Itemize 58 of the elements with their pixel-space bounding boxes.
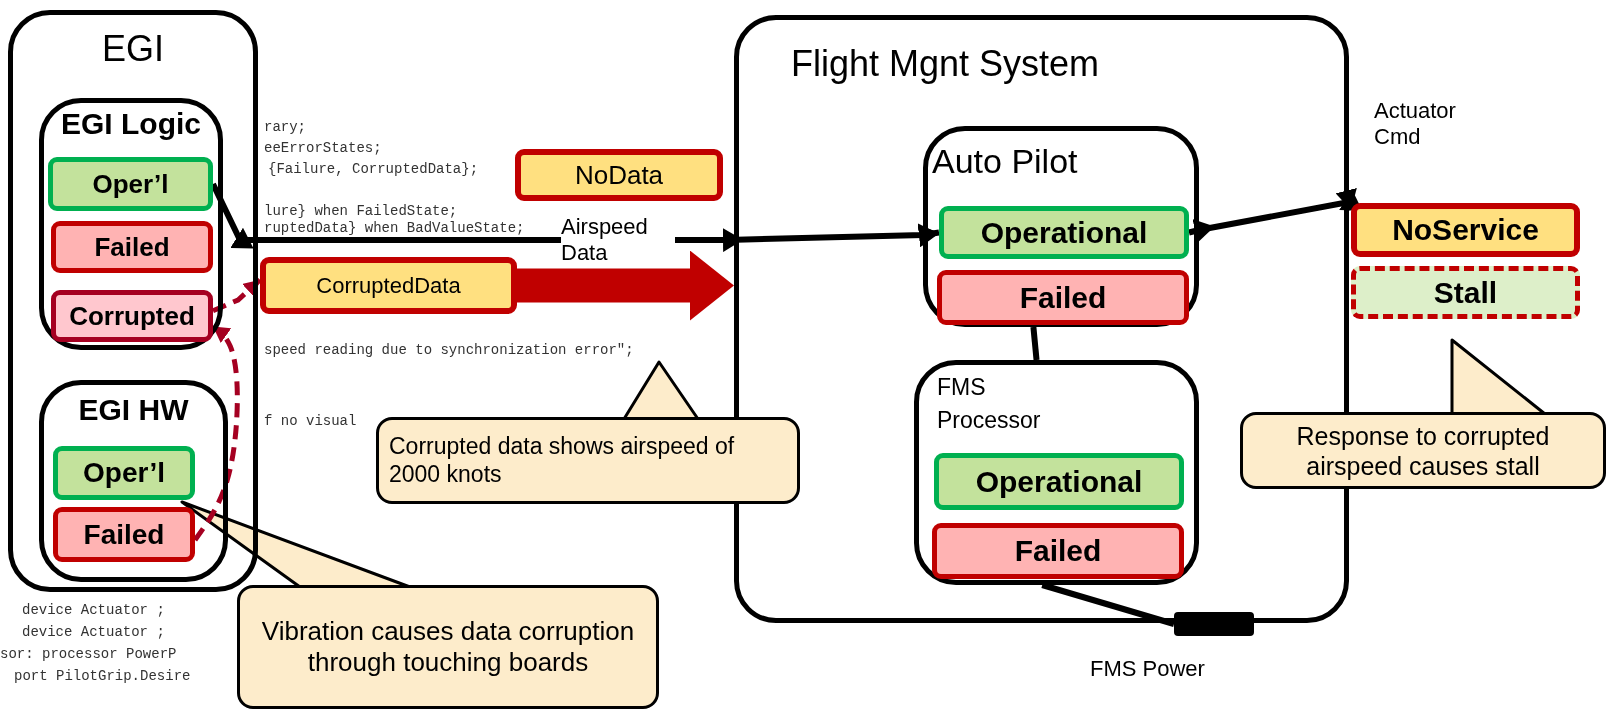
component-title: FMS Processor [937, 373, 1042, 436]
component-title: Auto Pilot [932, 143, 1078, 181]
state-box [53, 507, 195, 562]
state-box [53, 446, 195, 500]
error-state-box [1351, 203, 1580, 257]
code-text: eeErrorStates; [264, 140, 382, 156]
code-text: rary; [264, 119, 306, 135]
connection-line [1041, 582, 1175, 627]
code-text: speed reading due to synchronization error"; [264, 342, 634, 358]
hazard-state-box [1351, 266, 1580, 319]
error-state-box [260, 257, 517, 314]
state-label: Oper’l [92, 168, 169, 200]
component-box [39, 380, 228, 582]
code-text: lure} when FailedState; [264, 203, 458, 219]
callout-text: Vibration causes data corruption through touching boards [260, 615, 636, 679]
callout-text: Corrupted data shows airspeed of 2000 knots [389, 432, 736, 489]
state-box [51, 221, 213, 273]
state-label: Oper’l [83, 457, 165, 489]
connector-port [1174, 612, 1254, 636]
state-label: NoService [1392, 213, 1539, 247]
code-text: device Actuator ; [22, 624, 165, 640]
component-title: EGI Logic [60, 107, 202, 140]
state-box [48, 157, 213, 211]
connection-line [1030, 326, 1040, 361]
state-label: CorruptedData [316, 272, 461, 299]
code-text: {Failure, CorruptedData}; [268, 161, 479, 177]
code-text: device Actuator ; [22, 602, 165, 618]
code-text: sor: processor PowerP [0, 646, 177, 662]
component-box [914, 360, 1199, 585]
component-title: EGI [101, 29, 165, 69]
state-label: Failed [1014, 534, 1102, 568]
fault-arrow [517, 250, 734, 321]
component-title: EGI HW [77, 393, 190, 426]
state-box [51, 290, 213, 342]
connection-arrow [1188, 188, 1359, 242]
state-box [939, 206, 1189, 259]
code-text: ruptedData} when BadValueState; [264, 220, 525, 236]
component-box [8, 10, 258, 592]
state-label: Operational [975, 464, 1143, 499]
error-state-box [515, 149, 723, 201]
state-label: Operational [980, 215, 1148, 250]
code-text: f no visual [264, 413, 357, 429]
component-title: Flight Mgnt System [791, 44, 1100, 84]
state-label: Corrupted [69, 300, 195, 332]
state-label: NoData [574, 159, 664, 191]
state-label: Stall [1433, 275, 1498, 310]
fault-propagation-arrow [212, 277, 262, 314]
state-label: Failed [94, 231, 170, 263]
callout-text: Response to corrupted airspeed causes stall [1295, 420, 1551, 481]
state-box [934, 453, 1184, 510]
code-text: port PilotGrip.Desire [14, 668, 191, 684]
component-box [39, 98, 223, 350]
state-box [932, 523, 1184, 579]
component-box [923, 126, 1199, 327]
port-label: FMS Power [1090, 656, 1205, 682]
state-box [937, 270, 1189, 325]
state-label: Failed [83, 518, 165, 551]
state-label: Failed [1019, 280, 1107, 315]
